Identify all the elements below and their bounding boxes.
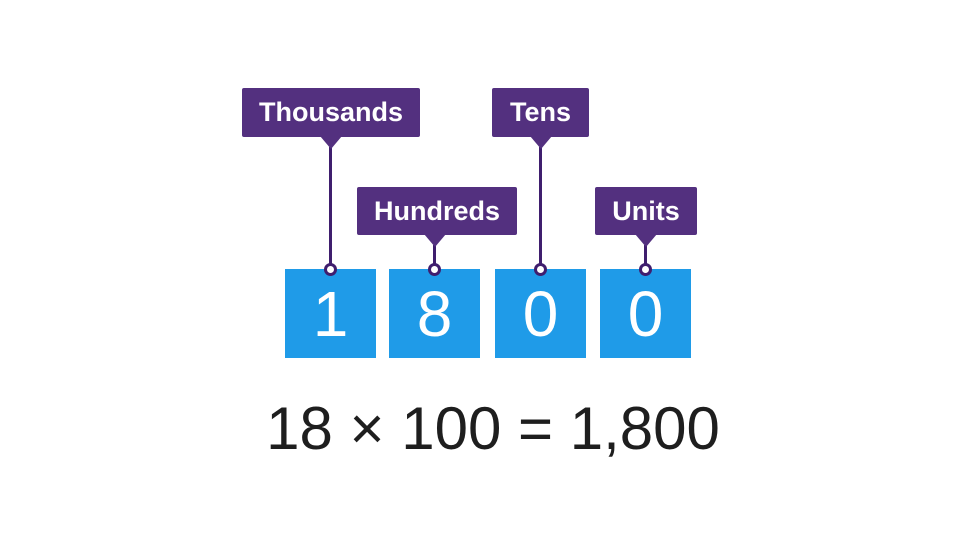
connector-line-units xyxy=(644,245,647,265)
connector-line-tens xyxy=(539,147,542,265)
equation-text: 18 × 100 = 1,800 xyxy=(266,395,720,462)
digit-thousands: 1 xyxy=(312,277,349,350)
digit-box-hundreds: 8 xyxy=(389,269,480,358)
callout-hundreds-pointer xyxy=(424,234,446,247)
connector-line-thousands xyxy=(329,147,332,265)
connector-line-hundreds xyxy=(433,245,436,265)
connector-dot-thousands xyxy=(324,263,337,276)
callout-thousands-label: Thousands xyxy=(258,97,403,127)
digit-box-units: 0 xyxy=(600,269,691,358)
digit-box-tens: 0 xyxy=(495,269,586,358)
digit-units: 0 xyxy=(627,277,664,350)
callout-tens: Tens xyxy=(492,88,589,137)
digit-box-thousands: 1 xyxy=(285,269,376,358)
digit-hundreds: 8 xyxy=(416,277,453,350)
callout-thousands: Thousands xyxy=(242,88,420,137)
callout-hundreds: Hundreds xyxy=(357,187,517,235)
callout-hundreds-label: Hundreds xyxy=(373,195,500,226)
callout-thousands-pointer xyxy=(320,136,342,149)
callout-tens-label: Tens xyxy=(509,97,571,127)
connector-dot-units xyxy=(639,263,652,276)
callout-units-label: Units xyxy=(612,195,680,226)
connector-dot-tens xyxy=(534,263,547,276)
connector-dot-hundreds xyxy=(428,263,441,276)
callout-tens-pointer xyxy=(530,136,552,149)
callout-units-pointer xyxy=(635,234,657,247)
digit-tens: 0 xyxy=(522,277,559,350)
callout-units: Units xyxy=(595,187,697,235)
